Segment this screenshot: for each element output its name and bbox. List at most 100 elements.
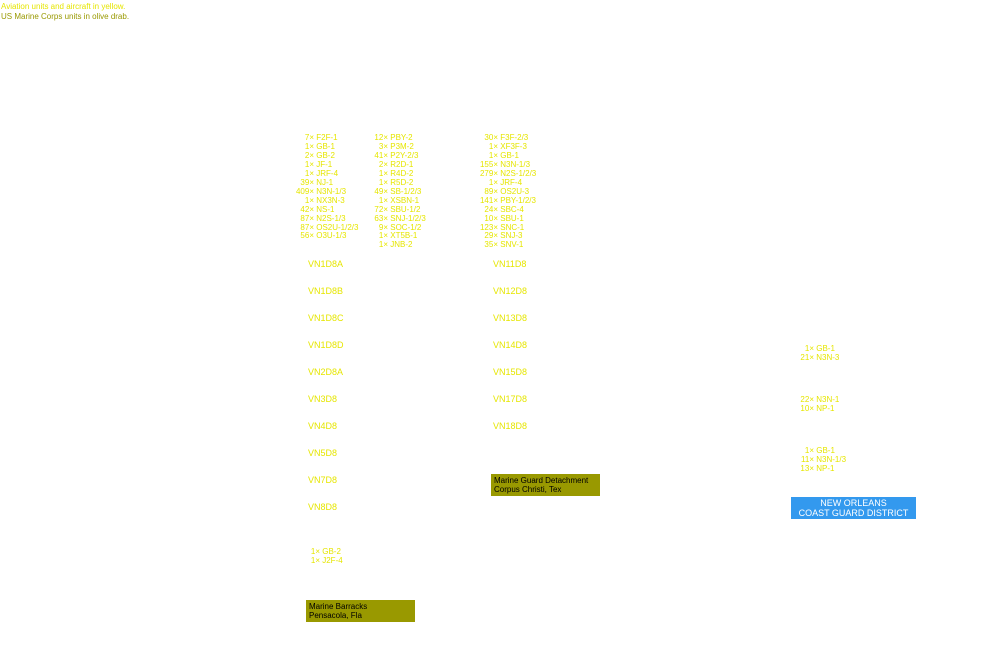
marine-guard-location: Corpus Christi, Tex — [494, 485, 562, 494]
aircraft-count: 7× — [304, 133, 314, 142]
aircraft-type: NP-1 — [816, 463, 835, 473]
aircraft-count: 29× — [484, 231, 498, 241]
aircraft-count: 1× — [488, 177, 498, 187]
aircraft-count: 49× — [374, 186, 388, 196]
aircraft-entry: 141× PBY-1/2/3 — [474, 195, 536, 206]
squadron-label[interactable]: VN17D8 — [493, 394, 528, 404]
aircraft-entry: 1× GB-1 — [286, 141, 358, 152]
squadron-label[interactable]: VN1D8B — [308, 286, 344, 296]
squadron-label[interactable]: VN13D8 — [493, 313, 528, 323]
aircraft-entry: 1× GB-2 — [292, 547, 343, 557]
aircraft-entry: 1× GB-1 — [474, 150, 536, 161]
aircraft-type: R5D-2 — [390, 177, 414, 187]
aircraft-count: 11× — [801, 454, 814, 464]
squadron-label[interactable]: VN5D8 — [308, 448, 338, 458]
squadron-label[interactable]: VN1D8C — [308, 313, 344, 323]
aircraft-type: OS2U-1/2/3 — [316, 222, 359, 232]
aircraft-type: R2D-1 — [390, 159, 414, 169]
squadron-label[interactable]: VN15D8 — [493, 367, 528, 377]
aircraft-count: 141× — [479, 195, 498, 205]
aircraft-type: SBU-1 — [500, 213, 524, 223]
aircraft-type: N3N-1/3 — [816, 454, 847, 464]
aircraft-count: 22× — [800, 395, 814, 404]
aircraft-entry: 155× N3N-1/3 — [474, 160, 536, 170]
aircraft-entry: 21× N3N-3 — [790, 352, 840, 363]
aircraft-count: 1× — [304, 195, 314, 205]
aircraft-entry: 1× GB-1 — [790, 446, 846, 456]
aircraft-type: GB-1 — [500, 150, 519, 160]
aircraft-entry: 22× N3N-1 — [790, 395, 839, 405]
aircraft-count: 1× — [304, 141, 314, 151]
marine-guard-box[interactable]: Marine Guard Detachment Corpus Christi, … — [491, 474, 600, 496]
squadron-label[interactable]: VN11D8 — [493, 259, 527, 269]
aircraft-type: GB-2 — [322, 547, 341, 556]
coast-guard-district-box[interactable]: NEW ORLEANS COAST GUARD DISTRICT — [791, 497, 916, 519]
squadron-label[interactable]: VN12D8 — [493, 286, 528, 296]
aircraft-type: N2S-1/3 — [316, 213, 346, 223]
aircraft-type: F2F-1 — [316, 133, 338, 142]
squadron-label[interactable]: VN8D8 — [308, 502, 338, 512]
aircraft-type: N2S-1/2/3 — [500, 168, 537, 178]
marine-barracks-box[interactable]: Marine Barracks Pensacola, Fla — [306, 600, 415, 622]
aircraft-entry: 56× O3U-1/3 — [286, 232, 358, 241]
aircraft-count: 409× — [295, 186, 314, 196]
aircraft-type: GB-1 — [316, 141, 335, 151]
aircraft-count: 1× — [378, 195, 388, 205]
coast-guard-subtitle: COAST GUARD DISTRICT — [798, 507, 909, 518]
aircraft-type: O3U-1/3 — [316, 231, 347, 241]
marine-guard-title: Marine Guard Detachment — [494, 476, 589, 485]
aircraft-type: PBY-1/2/3 — [500, 195, 536, 205]
squadron-label[interactable]: VN1D8A — [308, 259, 344, 269]
aircraft-type: GB-1 — [816, 344, 835, 353]
aircraft-entry: 7× F2F-1 — [286, 133, 358, 143]
aircraft-entry: 1× JNB-2 — [364, 240, 426, 250]
aircraft-count: 1× — [304, 159, 314, 169]
aircraft-type: N3N-1/3 — [316, 186, 347, 196]
aircraft-entry: 39× NJ-1 — [286, 177, 358, 188]
aircraft-type: SOC-1/2 — [390, 222, 422, 232]
legend: Aviation units and aircraft in yellow. U… — [1, 2, 129, 22]
squadron-label[interactable]: VN18D8 — [493, 421, 528, 431]
squadron-label[interactable]: VN3D8 — [308, 394, 338, 404]
aircraft-entry: 1× JRF-4 — [286, 168, 358, 179]
aircraft-entry: 9× SOC-1/2 — [364, 222, 426, 233]
legend-aviation: Aviation units and aircraft in yellow. — [1, 2, 126, 11]
aircraft-entry: 41× P2Y-2/3 — [364, 151, 426, 161]
aircraft-count: 1× — [304, 168, 314, 178]
aircraft-type: JF-1 — [316, 159, 333, 169]
aircraft-count: 72× — [374, 204, 388, 214]
aircraft-count: 123× — [479, 222, 498, 232]
aircraft-count: 1× — [804, 344, 814, 353]
aircraft-entry: 1× NX3N-3 — [286, 195, 358, 206]
aircraft-entry: 1× J2F-4 — [292, 556, 343, 566]
aircraft-count: 1× — [488, 141, 498, 151]
aircraft-type: SNC-1 — [500, 222, 525, 232]
aircraft-type: SNV-1 — [500, 240, 524, 250]
aircraft-type: N3N-3 — [816, 352, 840, 362]
aircraft-type: P3M-2 — [390, 141, 414, 151]
aircraft-count: 10× — [484, 213, 498, 223]
aircraft-entry: 87× OS2U-1/2/3 — [286, 222, 359, 233]
aircraft-count: 1× — [378, 231, 388, 241]
squadron-label[interactable]: VN1D8D — [308, 340, 344, 350]
aircraft-count: 1× — [488, 150, 498, 160]
squadron-label[interactable]: VN4D8 — [308, 421, 338, 431]
aircraft-type: NJ-1 — [316, 177, 334, 187]
squadron-label[interactable]: VN14D8 — [493, 340, 528, 350]
aircraft-type: OS2U-3 — [500, 186, 530, 196]
aircraft-entry: 1× GB-1 — [790, 344, 839, 354]
aircraft-count: 30× — [484, 133, 498, 142]
aircraft-type: SB-1/2/3 — [390, 186, 422, 196]
squadron-label[interactable]: VN2D8A — [308, 367, 344, 377]
aircraft-type: GB-2 — [316, 150, 335, 160]
aircraft-entry: 87× N2S-1/3 — [286, 213, 358, 224]
aircraft-type: SNJ-3 — [500, 231, 523, 241]
aircraft-type: SBC-4 — [500, 204, 524, 214]
aircraft-entry: 3× P3M-2 — [364, 141, 426, 152]
aircraft-entry: 1× XF3F-3 — [474, 141, 536, 152]
aircraft-count: 87× — [300, 222, 314, 232]
squadron-label[interactable]: VN7D8 — [308, 475, 338, 485]
